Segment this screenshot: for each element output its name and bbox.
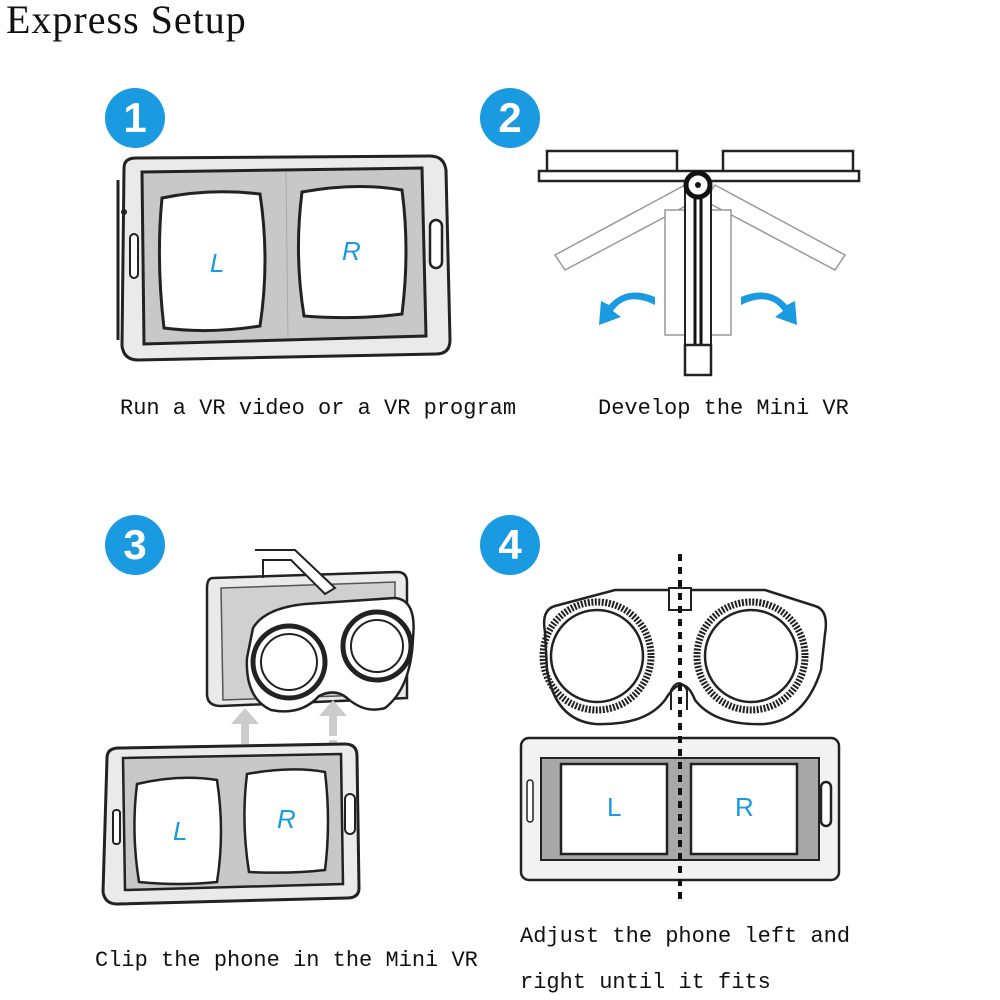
- step-3-clip-illustration: L R: [101, 549, 415, 906]
- step-4-caption-line2: right until it fits: [520, 970, 771, 995]
- step-2-badge: 2: [480, 88, 540, 148]
- step-1-phone-illustration: L R: [116, 154, 452, 362]
- step-4-badge: 4: [480, 515, 540, 575]
- page-title: Express Setup: [6, 0, 247, 42]
- step-2-caption: Develop the Mini VR: [598, 396, 849, 421]
- left-eye-label: L: [607, 792, 621, 822]
- step-4-caption-line1: Adjust the phone left and: [520, 924, 851, 949]
- step-1-badge: 1: [105, 88, 165, 148]
- step-1-caption: Run a VR video or a VR program: [120, 396, 517, 421]
- step-2-unfold-illustration: [537, 149, 861, 377]
- right-eye-label: R: [342, 236, 361, 266]
- step-3-caption: Clip the phone in the Mini VR: [95, 948, 478, 973]
- left-eye-label: L: [173, 816, 187, 846]
- right-eye-label: R: [735, 792, 754, 822]
- left-eye-label: L: [210, 248, 224, 278]
- step-4-align-illustration: L R: [519, 554, 841, 905]
- step-3-badge: 3: [105, 515, 165, 575]
- right-eye-label: R: [277, 804, 296, 834]
